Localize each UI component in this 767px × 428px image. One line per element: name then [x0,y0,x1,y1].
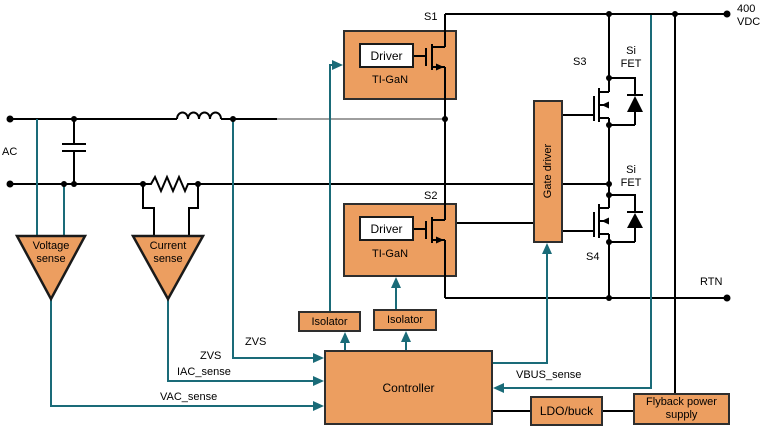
iac-arrow-icon [313,376,324,386]
zvs-upper-label: ZVS [245,336,267,348]
isolator-left-arrow-icon [340,332,350,343]
ac-label: AC [2,146,18,158]
mosfet-s3-symbol [563,88,609,122]
isolator-right-arrow-icon [401,331,411,342]
controller-gate-driver-wire [493,254,548,364]
ac-line-bottom [10,174,609,194]
vac-sense-wire [50,299,313,407]
rtn-terminal-label: RTN [700,276,723,288]
gate-driver-arrow-icon [542,243,552,254]
driver-s1-box: Driver [359,43,414,68]
s3-diode-triangle-icon [627,96,643,112]
controller-block: Controller [324,350,493,425]
driver-s2-label: Driver [370,221,403,236]
vac-arrow-icon [313,401,324,411]
s1-drive-arrow-icon [332,60,343,70]
s4-body-arrow-icon [601,217,609,225]
capacitor-symbol [62,119,86,184]
body-diode-s4-symbol [609,194,643,243]
isolator-right-block: Isolator [373,309,437,331]
s2-drive-arrow-icon [391,277,401,288]
isolator-left-label: Isolator [311,315,348,328]
gate-driver-label: Gate driver [542,143,554,199]
zvs-lower-label: ZVS [200,350,222,362]
s3-label: S3 [573,56,587,68]
ldo-buck-label: LDO/buck [539,404,594,418]
ldo-buck-block: LDO/buck [530,396,603,426]
driver-s2-box: Driver [359,216,414,241]
s2-label: S2 [424,190,438,202]
isolator-right-label: Isolator [386,314,424,326]
s4-label: S4 [586,251,600,263]
controller-label: Controller [382,380,435,395]
ti-gan-s1-label: TI-GaN [371,74,409,86]
inductor-symbol [176,111,222,120]
s4-diode-triangle-icon [627,213,643,228]
vbus-arrow-icon [493,383,504,393]
zvs-arrow-icon [313,353,324,363]
vbus-sense-label: VBUS_sense [516,369,582,381]
body-diode-s3-symbol [609,77,643,126]
s1-label: S1 [424,11,438,23]
ti-gan-s2-label: TI-GaN [371,248,409,260]
isolator-s1-wire [329,64,332,311]
isolator-left-block: Isolator [298,311,361,332]
shunt-kelvin-taps [142,184,199,236]
driver-s1-label: Driver [370,48,403,63]
vac-sense-label: VAC_sense [160,391,218,403]
iac-sense-label: IAC_sense [177,366,231,378]
mosfet-s4-symbol [563,204,609,238]
s3-body-arrow-icon [601,101,609,109]
